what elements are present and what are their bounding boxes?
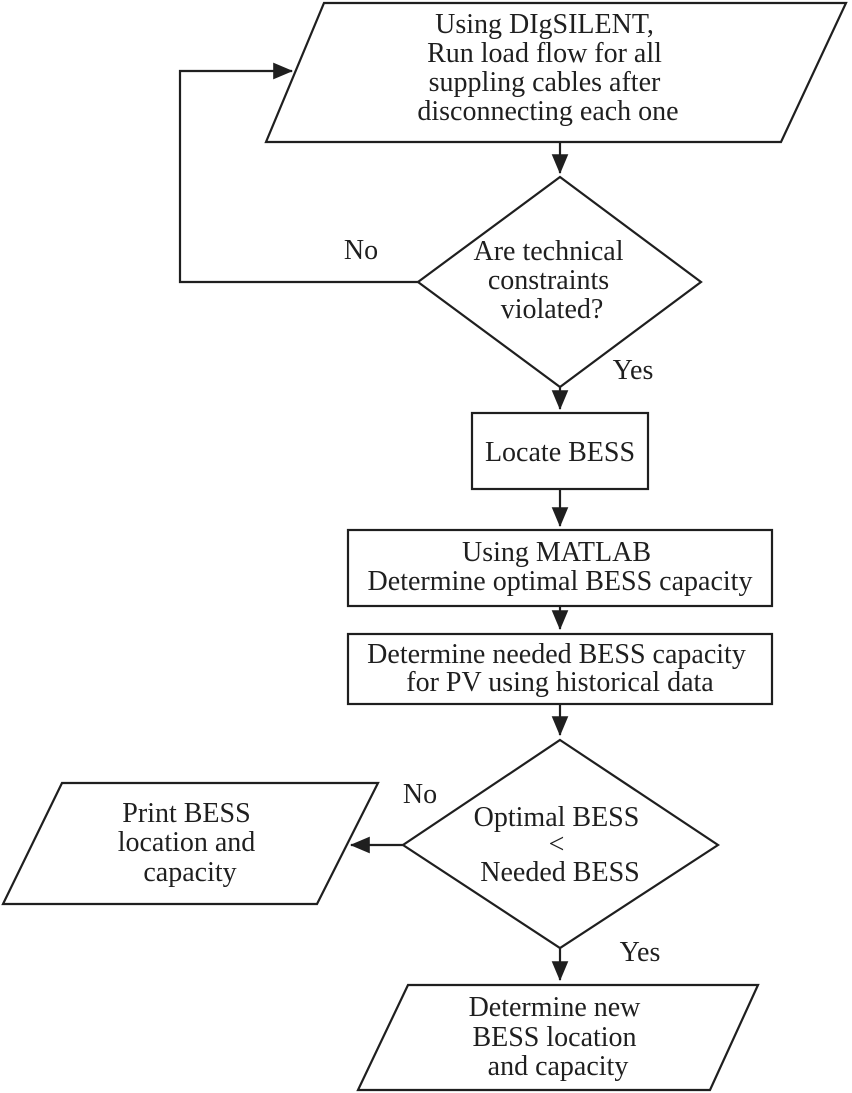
new-bess-parallelogram bbox=[356, 983, 760, 1092]
node-new-bess: Determine new BESS location and capacity bbox=[356, 983, 760, 1092]
needed-capacity-label: Determine needed BESS capacity for PV us… bbox=[367, 639, 753, 698]
node-compare-bess: Optimal BESS < Needed BESS bbox=[401, 738, 721, 950]
locate-bess-rect bbox=[470, 411, 650, 491]
constraints-violated-diamond bbox=[416, 175, 703, 389]
node-needed-capacity: Determine needed BESS capacity for PV us… bbox=[346, 632, 774, 706]
decision1-yes-label: Yes bbox=[613, 355, 654, 386]
compare-bess-diamond bbox=[401, 738, 721, 950]
decision2-no-label: No bbox=[403, 779, 437, 810]
constraints-violated-label: Are technical constraints violated? bbox=[473, 236, 630, 325]
node-locate-bess: Locate BESS bbox=[470, 411, 650, 491]
optimal-capacity-label: Using MATLAB Determine optimal BESS capa… bbox=[368, 537, 753, 597]
decision1-no-label: No bbox=[344, 235, 378, 266]
run-load-flow-parallelogram bbox=[264, 1, 848, 144]
compare-bess-label: Optimal BESS < Needed BESS bbox=[474, 802, 647, 888]
new-bess-label: Determine new BESS location and capacity bbox=[469, 992, 648, 1082]
node-constraints-violated: Are technical constraints violated? bbox=[416, 175, 703, 389]
node-optimal-capacity: Using MATLAB Determine optimal BESS capa… bbox=[346, 528, 774, 608]
needed-capacity-rect bbox=[346, 632, 774, 706]
run-load-flow-label: Using DIgSILENT, Run load flow for all s… bbox=[417, 9, 678, 127]
node-print-bess: Print BESS location and capacity bbox=[1, 781, 380, 906]
print-bess-parallelogram bbox=[1, 781, 380, 906]
decision2-yes-label: Yes bbox=[620, 937, 661, 968]
print-bess-label: Print BESS location and capacity bbox=[118, 798, 263, 888]
node-run-load-flow: Using DIgSILENT, Run load flow for all s… bbox=[264, 1, 848, 144]
locate-bess-label: Locate BESS bbox=[485, 437, 635, 468]
optimal-capacity-rect bbox=[346, 528, 774, 608]
edge-decision1-no-loop bbox=[178, 62, 418, 284]
